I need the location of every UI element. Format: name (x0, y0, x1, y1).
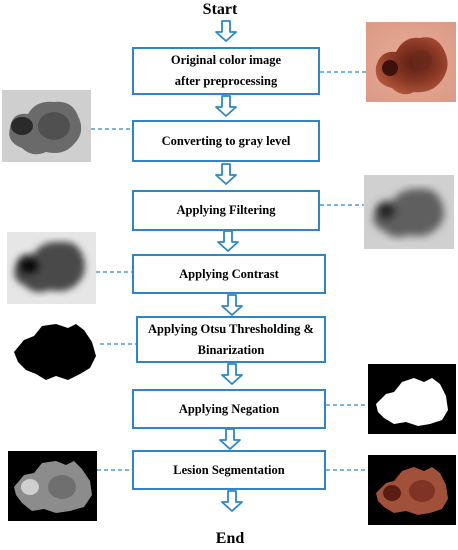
arrow-otsu-negation (221, 363, 243, 385)
step-contrast-box: Applying Contrast (132, 254, 326, 294)
filtered-thumbnail (364, 175, 454, 249)
gray-level-thumbnail (2, 90, 91, 162)
step-segmentation-box: Lesion Segmentation (132, 450, 326, 490)
arrow-contrast-otsu (221, 294, 243, 316)
arrow-original-gray (215, 95, 237, 117)
step-otsu-line-2: Binarization (197, 342, 265, 357)
step-otsu-box: Applying Otsu Thresholding & Binarization (136, 316, 326, 363)
step-gray-line-1: Converting to gray level (161, 133, 291, 148)
step-segmentation-line-1: Lesion Segmentation (173, 462, 285, 477)
binarized-thumbnail (10, 320, 100, 382)
step-contrast-line-1: Applying Contrast (179, 266, 279, 281)
step-original-box: Original color image after preprocessing (132, 47, 320, 95)
step-negation-box: Applying Negation (132, 389, 326, 429)
start-label: Start (202, 1, 238, 18)
negation-thumbnail (368, 364, 456, 434)
step-otsu-line-1: Applying Otsu Thresholding & (148, 321, 314, 336)
contrast-thumbnail (7, 232, 96, 304)
arrow-gray-filter (215, 163, 237, 185)
arrow-segmentation-end (221, 490, 243, 512)
segmented-color-thumbnail (368, 455, 456, 525)
step-original-line-1: Original color image (170, 53, 282, 67)
step-filter-box: Applying Filtering (132, 190, 320, 231)
arrow-start-original (215, 20, 237, 42)
original-color-thumbnail (366, 22, 456, 102)
step-gray-box: Converting to gray level (132, 120, 320, 162)
step-negation-line-1: Applying Negation (178, 401, 280, 416)
arrow-negation-segmentation (219, 428, 241, 450)
segmented-gray-thumbnail (8, 451, 97, 521)
arrow-filter-contrast (217, 230, 239, 252)
end-label: End (215, 530, 245, 547)
step-original-line-2: after preprocessing (174, 74, 278, 88)
step-filter-line-1: Applying Filtering (176, 203, 276, 217)
